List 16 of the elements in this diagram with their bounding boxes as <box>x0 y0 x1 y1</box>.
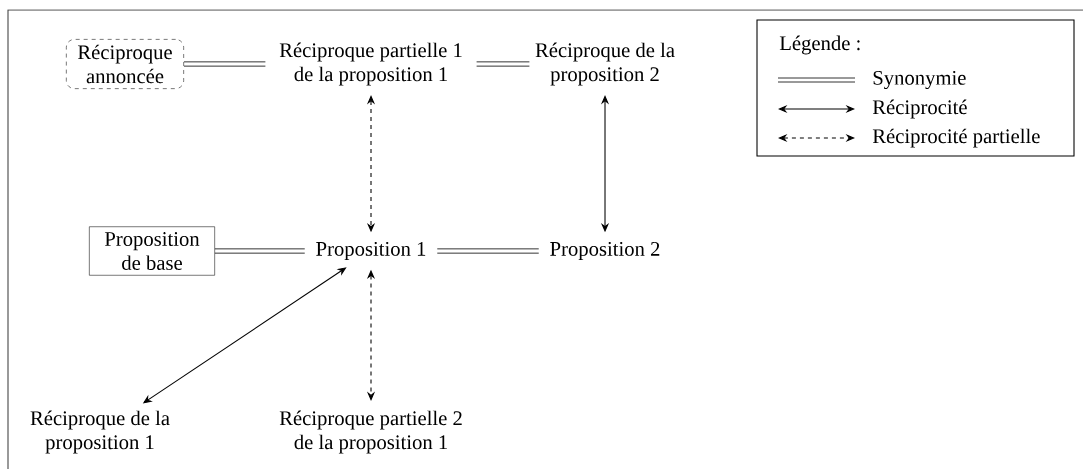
process-box: Proposition de base <box>89 226 215 276</box>
legend-title: Légende : <box>779 35 860 55</box>
legend-text: Réciprocité <box>872 99 967 119</box>
legend-text: Synonymie <box>873 70 966 90</box>
node-text: Réciproque partielle 2 de la proposition 1 <box>279 410 462 454</box>
node-text: Proposition 1 <box>316 241 426 261</box>
node-text: Réciproque de la proposition 1 <box>30 410 170 454</box>
node-text: Réciproque partielle 1 de la proposition 1 <box>279 42 462 86</box>
dashed-box: Réciproque annoncée <box>66 39 184 89</box>
node-text: Proposition 2 <box>550 241 660 261</box>
node-text: Réciproque de la proposition 2 <box>535 42 675 86</box>
double-line <box>183 61 266 67</box>
legend-text: Réciprocité partielle <box>872 128 1040 148</box>
double-line <box>436 248 540 254</box>
double-line <box>476 61 530 67</box>
double-line <box>214 248 306 254</box>
